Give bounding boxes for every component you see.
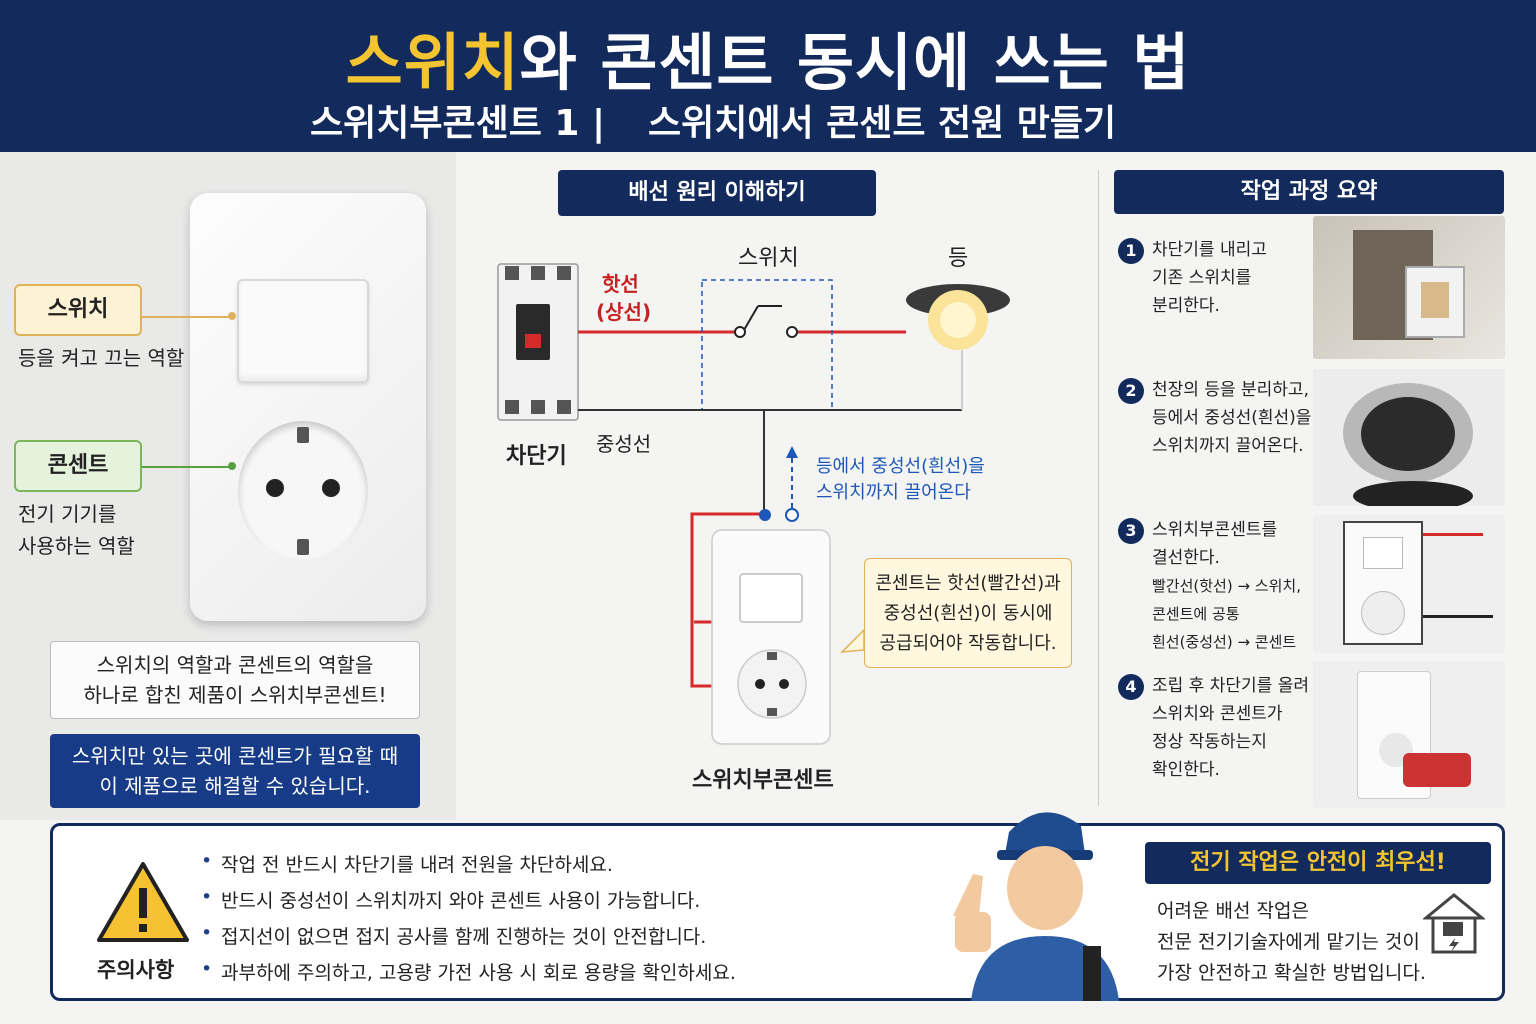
pull-neutral-text-1: 등에서 중성선(흰선)을 [816,456,985,477]
subtitle-right: 스위치에서 콘센트 전원 만들기 [648,103,1117,144]
step-2-number: 2 [1118,378,1144,404]
electric-house-icon [1423,893,1485,954]
step-4-text: 조립 후 차단기를 올려 스위치와 콘센트가 정상 작동하는지 확인한다. [1152,672,1309,784]
socket-hole-icon [266,479,284,497]
bubble-line-2: 중성선(흰선)이 동시에 [883,603,1053,624]
lamp-icon [906,284,1010,350]
step-4-photo [1313,661,1505,808]
wiring-section-title: 배선 원리 이해하기 [558,170,876,216]
step-2-line: 천장의 등을 분리하고, [1152,380,1309,400]
caution-item: 반드시 중성선이 스위치까지 와야 콘센트 사용이 가능합니다. [201,886,700,913]
product-switch-icon [1363,537,1403,569]
step-3-text: 스위치부콘센트를 결선한다. 빨간선(핫선) → 스위치, 콘센트에 공통 흰선… [1152,516,1301,656]
step-2-line: 등에서 중성선(흰선)을 [1152,408,1312,428]
switch-leader-line [142,316,232,318]
solution-note-line-2: 이 제품으로 해결할 수 있습니다. [99,774,371,798]
ground-clip-icon [297,427,309,443]
hot-wire-label-1: 핫선 [602,272,639,296]
caution-item: 작업 전 반드시 차단기를 내려 전원을 차단하세요. [201,850,613,877]
step-3-line: 빨간선(핫선) → 스위치, [1152,577,1301,595]
switch-tag: 스위치 [14,284,142,336]
step-1-text: 차단기를 내리고 기존 스위치를 분리한다. [1152,236,1267,320]
breaker-label: 차단기 [506,444,567,469]
warning-icon [97,862,189,942]
switch-button-illustration [237,279,369,383]
solution-note-line-1: 스위치만 있는 곳에 콘센트가 필요할 때 [71,744,399,768]
safety-line-2: 전문 전기기술자에게 맡기는 것이 [1157,931,1420,953]
lamp-base-icon [1353,481,1473,506]
safety-line-3: 가장 안전하고 확실한 방법입니다. [1157,962,1426,984]
caution-label: 주의사항 [97,958,175,982]
product-socket-icon [1361,591,1405,635]
step-3-line: 흰선(중성선) → 콘센트 [1152,633,1297,651]
switch-diagram-label: 스위치 [738,246,799,271]
safety-line-1: 어려운 배선 작업은 [1157,900,1309,922]
caution-item: 접지선이 없으면 접지 공사를 함께 진행하는 것이 안전합니다. [201,922,706,949]
step-2-line: 스위치까지 끌어온다. [1152,436,1304,456]
bubble-line-1: 콘센트는 핫선(빨간선)과 [875,573,1061,594]
step-3-line: 스위치부콘센트를 [1152,520,1278,540]
right-panel-divider [1098,170,1099,806]
product-note-line-1: 스위치의 역할과 콘센트의 역할을 [96,653,374,677]
breaker-icon [497,263,579,421]
ceiling-hole-inner-icon [1361,397,1455,471]
step-1-photo [1313,216,1505,359]
electrician-illustration [953,812,1119,1001]
step-3-photo [1313,515,1505,653]
process-section-title: 작업 과정 요약 [1114,170,1504,214]
step-2-text: 천장의 등을 분리하고, 등에서 중성선(흰선)을 스위치까지 끌어온다. [1152,376,1311,460]
caution-item: 과부하에 주의하고, 고용량 가전 사용 시 회로 용량을 확인하세요. [201,958,736,985]
switch-leader-dot [228,312,236,320]
solution-note: 스위치만 있는 곳에 콘센트가 필요할 때 이 제품으로 해결할 수 있습니다. [50,734,420,808]
title-rest: 와 콘센트 동시에 쓰는 법 [519,26,1191,99]
step-4-number: 4 [1118,674,1144,700]
step-4-line: 스위치와 콘센트가 [1152,704,1283,724]
switch-description: 등을 켜고 끄는 역할 [18,346,185,370]
header-banner: 스위치와 콘센트 동시에 쓰는 법 스위치부콘센트 1 | 스위치에서 콘센트 … [0,0,1536,152]
ground-clip-icon [297,539,309,555]
step-3-line: 콘센트에 공통 [1152,605,1240,623]
outlet-description-2: 사용하는 역할 [18,534,135,558]
switch-outlet-plate [190,193,426,621]
step-1-line: 분리한다. [1152,296,1220,316]
lamp-label: 등 [948,246,969,271]
product-switch-outlet-icon [711,529,831,745]
step-2-photo [1313,369,1505,506]
step-1-number: 1 [1118,238,1144,264]
safety-text: 어려운 배선 작업은 전문 전기기술자에게 맡기는 것이 가장 안전하고 확실한… [1157,896,1426,989]
page-title: 스위치와 콘센트 동시에 쓰는 법 [0,12,1536,102]
outlet-description-1: 전기 기기를 [18,502,117,526]
subtitle-left: 스위치부콘센트 1 | [310,103,606,144]
safety-title: 전기 작업은 안전이 최우선! [1145,842,1491,884]
step-4-line: 확인한다. [1152,760,1220,780]
hot-wire-label-2: (상선) [596,300,652,324]
neutral-wire-label: 중성선 [596,432,652,456]
socket-hole-icon [322,479,340,497]
title-highlight: 스위치 [345,26,520,99]
step-4-line: 조립 후 차단기를 올려 [1152,676,1309,696]
bubble-line-3: 공급되어야 작동합니다. [879,633,1057,654]
outlet-leader-line [142,466,232,468]
switch-face-icon [1421,282,1449,318]
product-label: 스위치부콘센트 [692,768,834,793]
product-note: 스위치의 역할과 콘센트의 역할을 하나로 합친 제품이 스위치부콘센트! [50,641,420,719]
tester-icon [1403,753,1471,787]
product-note-line-2: 하나로 합친 제품이 스위치부콘센트! [83,683,387,707]
step-4-line: 정상 작동하는지 [1152,732,1267,752]
outlet-tag: 콘센트 [14,440,142,492]
outlet-requirement-bubble: 콘센트는 핫선(빨간선)과 중성선(흰선)이 동시에 공급되어야 작동합니다. [864,558,1072,668]
outlet-leader-dot [228,462,236,470]
step-1-line: 차단기를 내리고 [1152,240,1267,260]
pull-neutral-text-2: 스위치까지 끌어온다 [816,482,971,503]
step-3-number: 3 [1118,518,1144,544]
step-3-line: 결선한다. [1152,548,1220,568]
black-wire-icon [1423,615,1493,618]
caution-panel: 주의사항 작업 전 반드시 차단기를 내려 전원을 차단하세요. 반드시 중성선… [50,812,1505,1001]
outlet-socket-illustration [238,421,368,561]
red-wire-icon [1423,533,1483,536]
switch-box-outline [701,279,833,411]
step-1-line: 기존 스위치를 [1152,268,1252,288]
